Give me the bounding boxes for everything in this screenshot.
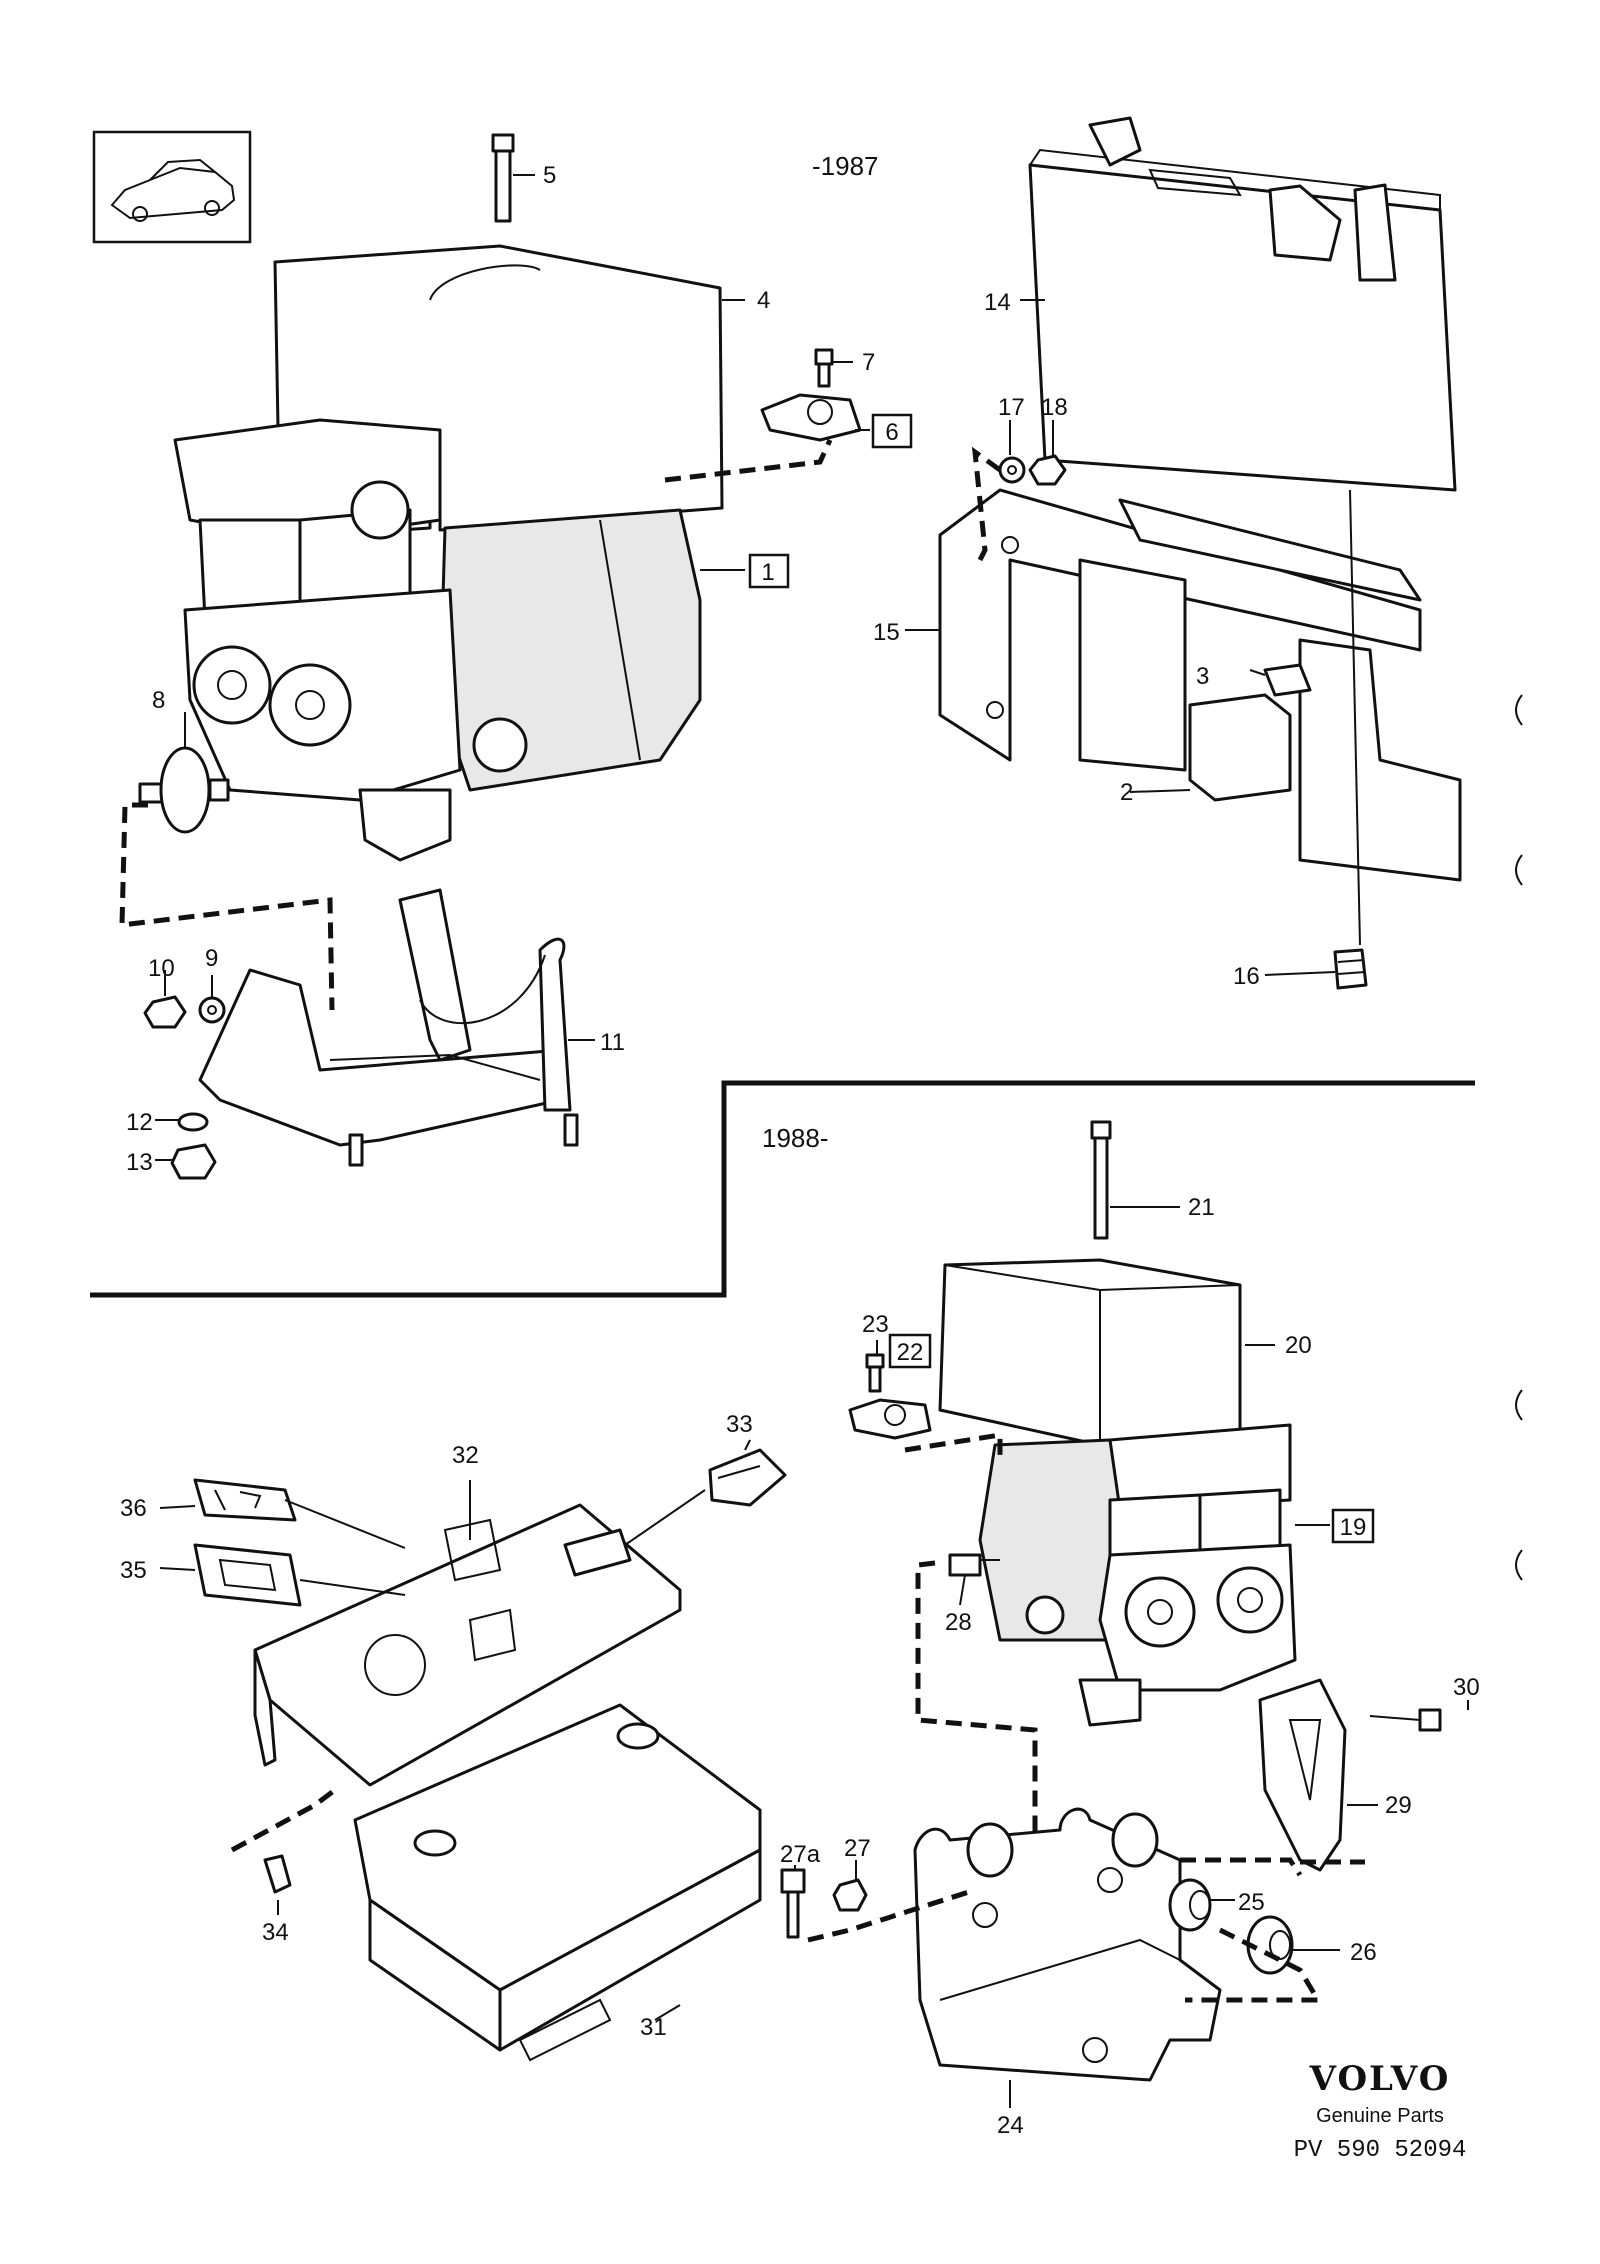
screw-23 (865, 1353, 885, 1393)
callout-13: 13 (126, 1149, 153, 1176)
callout-23: 23 (862, 1311, 889, 1338)
nut-27 (832, 1878, 868, 1912)
section-divider (90, 1080, 1475, 1298)
bolt-5 (491, 133, 515, 223)
car-thumbnail-icon (92, 130, 252, 244)
callout-26: 26 (1350, 1939, 1377, 1966)
clamp-6 (760, 348, 862, 442)
callout-24: 24 (997, 2112, 1024, 2139)
callout-7: 7 (862, 349, 875, 376)
callout-box-1 (748, 553, 790, 589)
callout-8: 8 (152, 687, 165, 714)
callout-box-19 (1331, 1508, 1375, 1544)
callout-16: 16 (1233, 963, 1260, 990)
callout-3: 3 (1196, 663, 1209, 690)
callout-36: 36 (120, 1495, 147, 1522)
bolt-27a (780, 1868, 806, 1939)
callout-1: 1 (761, 559, 774, 586)
callout-15: 15 (873, 619, 900, 646)
callout-28: 28 (945, 1609, 972, 1636)
callout-18: 18 (1041, 394, 1068, 421)
relay-cover-20 (938, 1258, 1242, 1447)
rubber-mount-8 (138, 746, 230, 834)
bracket-11 (198, 888, 579, 1167)
year-label-upper: -1987 (812, 151, 879, 181)
callout-22: 22 (897, 1339, 924, 1366)
callout-35: 35 (120, 1557, 147, 1584)
callout-5: 5 (543, 162, 556, 189)
nut-13 (170, 1143, 217, 1180)
holder-3 (1263, 663, 1312, 697)
washer-9 (198, 996, 226, 1024)
nut-10 (143, 995, 187, 1029)
callout-34: 34 (262, 1919, 289, 1946)
relay-2 (1188, 693, 1292, 802)
callout-25: 25 (1238, 1889, 1265, 1916)
washer-12 (177, 1112, 209, 1132)
callout-17: 17 (998, 394, 1025, 421)
callout-11: 11 (600, 1029, 625, 1056)
bolt-21 (1090, 1120, 1112, 1240)
callout-box-6 (871, 413, 913, 449)
callout-33: 33 (726, 1411, 753, 1438)
clamp-22 (848, 1398, 932, 1440)
callout-box-22 (888, 1333, 932, 1369)
bushing-25 (1168, 1878, 1212, 1932)
callout-32: 32 (452, 1442, 479, 1469)
year-label-lower: 1988- (762, 1123, 829, 1153)
relay-36 (193, 1478, 297, 1522)
part-number-code: PV 590 52094 (1294, 2137, 1467, 2164)
callout-30: 30 (1453, 1674, 1480, 1701)
control-unit-14 (1028, 116, 1457, 492)
callout-27: 27 (844, 1835, 871, 1862)
abs-hydraulic-unit-1988 (978, 1423, 1297, 1727)
callout-27a: 27a (780, 1841, 821, 1868)
callout-19: 19 (1340, 1514, 1367, 1541)
washer-17 (998, 456, 1026, 484)
control-unit-31 (353, 1703, 762, 2062)
relay-35 (193, 1543, 302, 1607)
callout-31: 31 (640, 2014, 667, 2041)
pin-34 (263, 1854, 292, 1894)
bracket-29 (1258, 1678, 1347, 1872)
nut-18 (1028, 454, 1067, 486)
bracket-24 (913, 1807, 1222, 2082)
callout-14: 14 (984, 289, 1011, 316)
margin-marks (1515, 694, 1523, 1581)
callout-29: 29 (1385, 1792, 1412, 1819)
abs-hydraulic-unit-1987 (173, 244, 724, 862)
brand-tagline: Genuine Parts (1316, 2105, 1444, 2127)
brand-name: VOLVO (1309, 2059, 1451, 2099)
bolt-30 (1369, 1708, 1442, 1732)
callout-2: 2 (1120, 779, 1133, 806)
bracket-15 (938, 488, 1462, 882)
callout-10: 10 (148, 955, 175, 982)
callout-21: 21 (1188, 1194, 1215, 1221)
clip-33 (708, 1448, 787, 1507)
upper-mounts (966, 1812, 1159, 1878)
callout-4: 4 (757, 287, 770, 314)
grommet-16 (1333, 948, 1368, 990)
callout-20: 20 (1285, 1332, 1312, 1359)
mounting-bracket-32 (253, 1503, 682, 1787)
callout-6: 6 (885, 419, 898, 446)
callout-9: 9 (205, 945, 218, 972)
leader-lines (155, 174, 1469, 2108)
callout-12: 12 (126, 1109, 153, 1136)
